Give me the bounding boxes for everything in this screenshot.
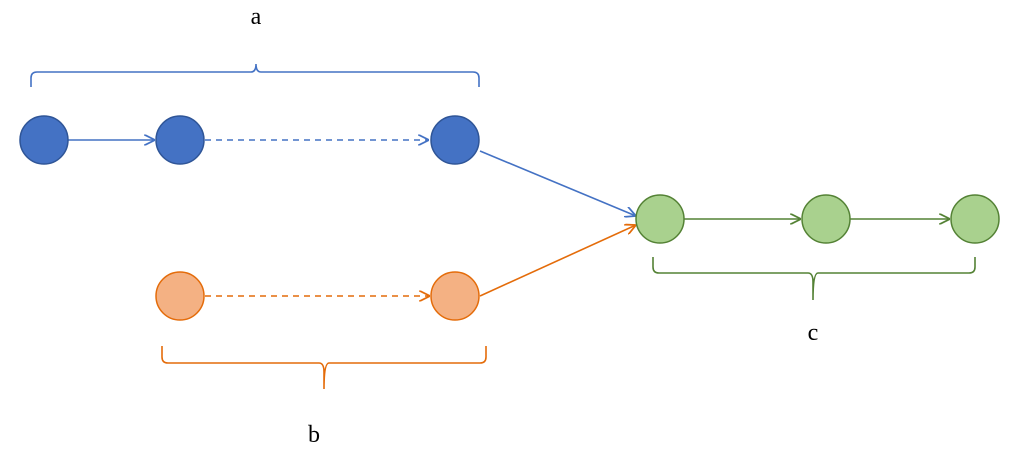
node-c3 <box>950 194 1000 244</box>
brace-a <box>30 63 480 87</box>
node-b2 <box>430 271 480 321</box>
node-c2 <box>801 194 851 244</box>
node-b1 <box>155 271 205 321</box>
edge-a3-c1 <box>479 150 636 216</box>
node-c1 <box>635 194 685 244</box>
label-c: c <box>808 320 819 346</box>
node-a3 <box>430 115 480 165</box>
node-a2 <box>155 115 205 165</box>
edge-b2-c1 <box>479 225 636 297</box>
label-a: a <box>251 4 262 30</box>
node-a1 <box>19 115 69 165</box>
brace-c <box>652 257 976 301</box>
brace-b <box>161 346 487 390</box>
label-b: b <box>308 422 320 448</box>
